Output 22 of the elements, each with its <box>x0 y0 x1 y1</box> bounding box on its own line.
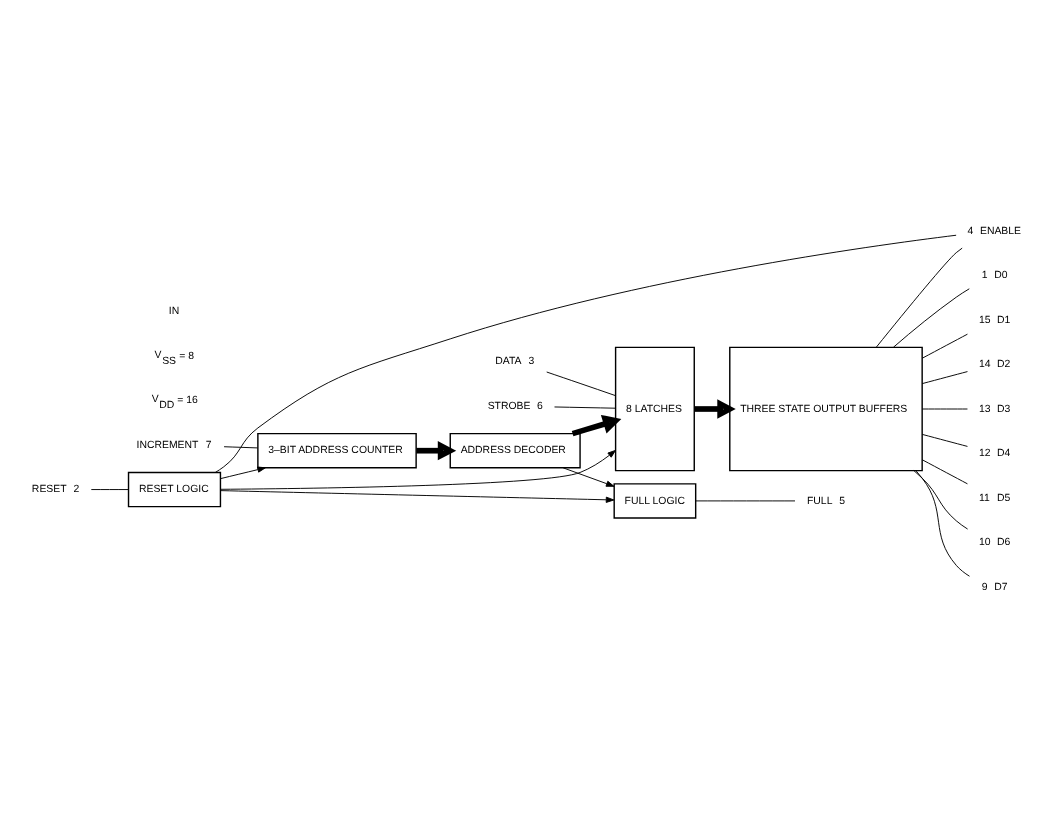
connector <box>214 233 957 472</box>
connector <box>875 246 963 347</box>
connector <box>913 469 969 529</box>
connector <box>921 332 968 358</box>
connector <box>921 458 968 484</box>
arrow <box>220 448 616 489</box>
arrow <box>219 489 615 502</box>
connector <box>554 405 617 408</box>
connector <box>90 488 129 490</box>
connector <box>892 287 970 347</box>
arrow <box>416 440 457 460</box>
arrow <box>694 398 736 418</box>
connector <box>695 499 796 501</box>
connector <box>223 445 259 448</box>
connector <box>921 407 968 409</box>
arrow <box>571 413 622 436</box>
connector <box>546 370 616 396</box>
arrow <box>220 465 266 479</box>
connector <box>921 370 968 384</box>
connector <box>915 469 970 576</box>
arrow <box>562 466 615 486</box>
connector <box>921 432 968 446</box>
